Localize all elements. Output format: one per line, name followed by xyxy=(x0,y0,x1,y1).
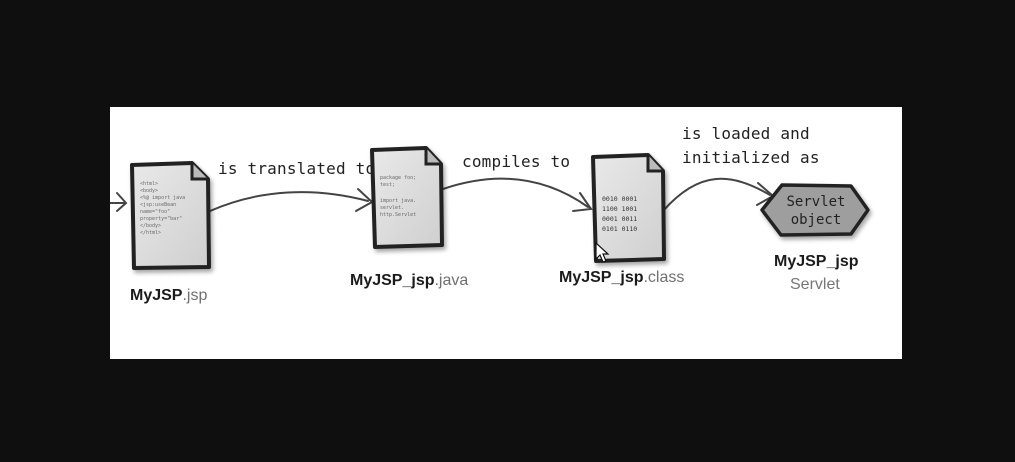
jsp-code-line: property="bar" xyxy=(140,216,182,222)
mouse-cursor-icon xyxy=(595,241,610,263)
servlet-object-label: object xyxy=(791,212,842,228)
jsp-file-icon: <html> <body> <%@ import java <jsp:useBe… xyxy=(130,161,211,270)
diagram-panel: <html> <body> <%@ import java <jsp:useBe… xyxy=(110,107,902,359)
class-file-icon: 0010 0001 1100 1001 0001 0011 0101 0110 xyxy=(591,153,666,263)
arrow-label-compiles: compiles to xyxy=(462,152,571,171)
jsp-code-line: <body> xyxy=(140,188,158,194)
entry-arrow xyxy=(110,192,128,212)
jsp-code-line: name="foo" xyxy=(140,209,170,215)
class-byte-line: 0010 0001 xyxy=(602,195,637,203)
arrow-label-translated: is translated to xyxy=(218,159,376,178)
file-extension: .java xyxy=(434,272,469,289)
file-extension: .class xyxy=(643,269,685,286)
servlet-name: MyJSP_jsp xyxy=(774,253,859,270)
jsp-code-line: <jsp:useBean xyxy=(140,202,176,208)
arrow-load xyxy=(662,177,775,212)
java-code-line: http.Servlet xyxy=(380,212,416,218)
arrow-translate xyxy=(209,188,374,212)
servlet-object-shape: Servlet object xyxy=(760,183,870,237)
class-byte-line: 0101 0110 xyxy=(602,225,637,233)
file-extension: .jsp xyxy=(182,287,208,304)
arrow-label-initialized: initialized as xyxy=(682,148,820,167)
servlet-type-label: Servlet xyxy=(790,276,840,293)
jsp-code-line: </html> xyxy=(140,230,161,236)
java-code-line: servlet. xyxy=(380,205,404,211)
java-code-line: test; xyxy=(380,182,395,188)
jsp-lifecycle-diagram: <html> <body> <%@ import java <jsp:useBe… xyxy=(110,146,870,270)
jsp-code-line: </body> xyxy=(140,223,161,229)
jsp-code-line: <%@ import java xyxy=(140,195,185,201)
jsp-code-line: <html> xyxy=(140,181,158,187)
java-code-line: import java. xyxy=(380,198,416,204)
java-code-line: package foo; xyxy=(380,175,416,181)
class-byte-line: 1100 1001 xyxy=(602,205,637,213)
java-file-name: MyJSP_jsp.java xyxy=(350,272,469,289)
java-file-icon: package foo; test; import java. servlet.… xyxy=(370,146,444,249)
class-file-name: MyJSP_jsp.class xyxy=(559,269,685,286)
class-byte-line: 0001 0011 xyxy=(602,215,637,223)
jsp-file-name: MyJSP.jsp xyxy=(130,287,208,304)
arrow-compile xyxy=(442,177,593,212)
servlet-object-label: Servlet xyxy=(786,194,845,210)
arrow-label-loaded: is loaded and xyxy=(682,124,810,143)
